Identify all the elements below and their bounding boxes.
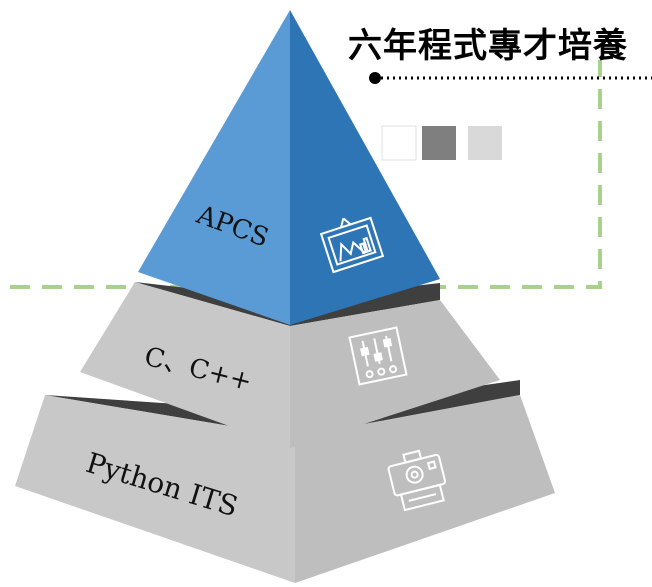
picture-frame-icon [319,216,385,274]
deco-square-dark [422,126,456,160]
equalizer-sliders-icon [348,326,408,386]
instant-camera-icon [387,449,447,512]
deco-square-light [468,126,502,160]
diagram-title: 六年程式專才培養 [348,26,628,66]
tier-top [138,10,440,325]
tier-middle [80,282,500,448]
deco-square-white [381,125,417,161]
